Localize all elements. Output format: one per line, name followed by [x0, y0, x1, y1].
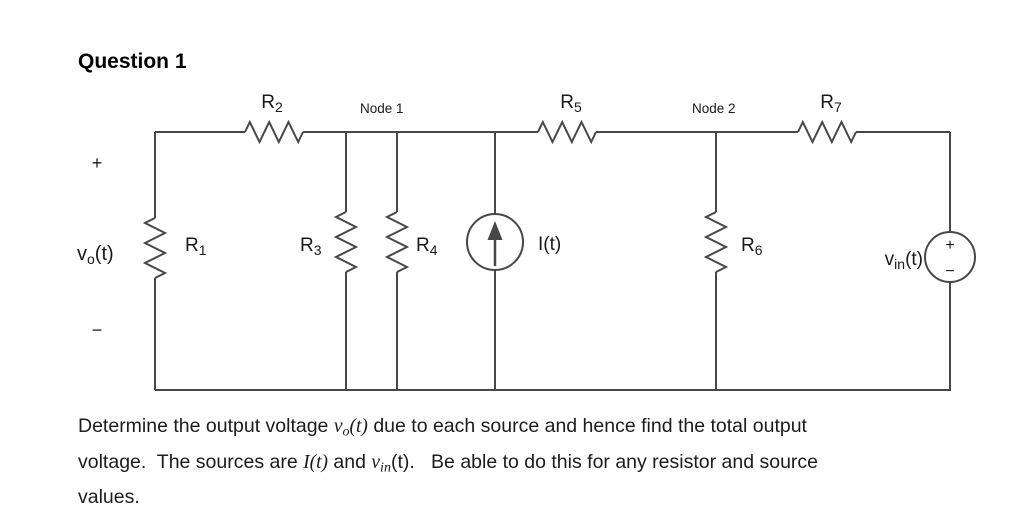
text-run: due to each source and hence find the to… [367, 415, 807, 437]
math-vin-base: v [371, 451, 381, 473]
resistor-r5-label: R5 [560, 92, 582, 115]
output-voltage-label: vo(t) [77, 243, 114, 267]
math-vin-sub: in [380, 459, 391, 475]
math-vin-paren: (t) [390, 450, 410, 473]
text-run: Determine the output voltage [78, 415, 334, 437]
problem-line-3: values. [78, 482, 978, 512]
resistor-r1-label: R1 [185, 235, 207, 258]
resistor-r7-label: R7 [820, 92, 842, 115]
input-source-label: vin(t) [885, 249, 923, 272]
resistor-r6-label: R6 [741, 235, 763, 258]
math-vo-sub: o [342, 423, 350, 440]
problem-line-2: voltage. The sources are I(t) and vin(t)… [78, 447, 978, 483]
page-title: Question 1 [78, 50, 187, 73]
text-run: values. [78, 486, 140, 508]
resistor-r6-symbol [703, 211, 729, 273]
resistor-r5-symbol [537, 119, 597, 145]
resistor-r3-label: R3 [300, 235, 322, 258]
resistor-r1-symbol [142, 217, 168, 279]
math-vo-paren: (t) [349, 416, 368, 437]
current-source-label: I(t) [538, 234, 561, 255]
resistor-r2-symbol [244, 119, 304, 145]
output-polarity-plus: + [92, 153, 103, 173]
output-polarity-minus: − [92, 320, 103, 340]
text-run: . Be able to do this for any resistor an… [409, 450, 819, 473]
node2-label: Node 2 [692, 101, 736, 116]
problem-line-1: Determine the output voltage vo(t) due t… [78, 411, 978, 447]
resistor-r4-symbol [384, 211, 410, 273]
text-run: and [328, 450, 372, 473]
resistor-r2-label: R2 [261, 92, 283, 115]
resistor-r3-symbol [333, 211, 359, 273]
node1-label: Node 1 [360, 101, 404, 116]
math-it: I(t) [303, 451, 329, 473]
problem-statement: Determine the output voltage vo(t) due t… [78, 411, 978, 512]
resistor-r7-symbol [797, 119, 857, 145]
math-vo-base: v [333, 416, 343, 437]
resistor-r4-label: R4 [416, 235, 438, 258]
text-run: voltage. The sources are [78, 450, 304, 473]
source-polarity-plus: + [945, 237, 954, 254]
source-polarity-minus: − [945, 263, 954, 280]
current-arrow-up-icon [487, 221, 503, 240]
